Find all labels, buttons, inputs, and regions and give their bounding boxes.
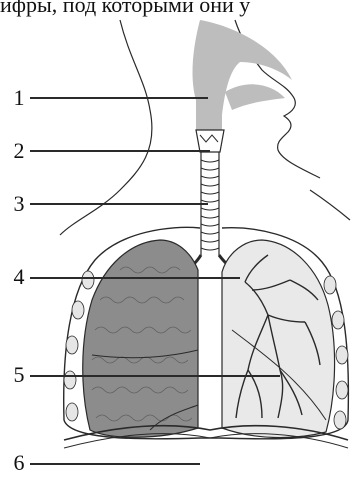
label-6: 6 [9, 450, 29, 476]
right-lung [83, 240, 198, 437]
label-4: 4 [9, 264, 29, 290]
head-outline [60, 20, 152, 235]
label-2: 2 [9, 138, 29, 164]
neck-right [310, 190, 350, 220]
oral-cavity [225, 84, 285, 110]
nasal-cavity [193, 20, 292, 130]
label-5: 5 [9, 362, 29, 388]
label-3: 3 [9, 191, 29, 217]
label-1: 1 [9, 85, 29, 111]
larynx [196, 130, 224, 152]
